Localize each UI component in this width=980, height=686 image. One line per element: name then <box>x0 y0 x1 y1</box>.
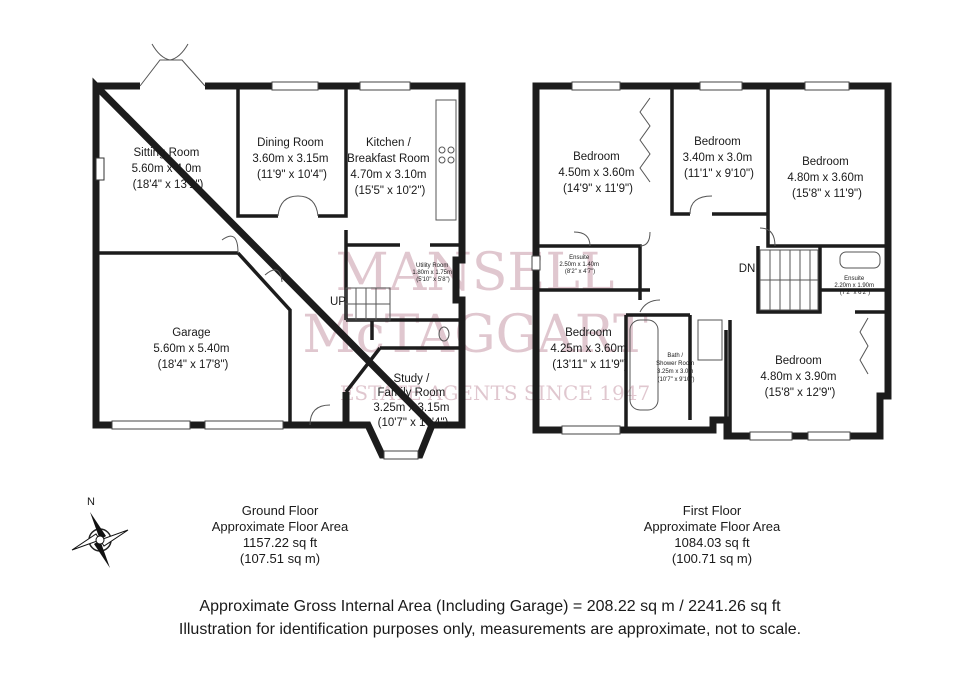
label-bedroom-4: Bedroom 4.25m x 3.60m (13'11" x 11'9") <box>550 327 629 371</box>
first-floor-title: First Floor <box>682 503 742 518</box>
ground-floor-title: Ground Floor <box>241 503 319 518</box>
ground-floor-plan: UP Sitting Room 5.60m x 4.0m (18'4" x 13… <box>92 43 466 460</box>
garage-door-right <box>204 420 284 430</box>
dining-window <box>271 81 319 91</box>
first-floor-caption: First Floor Approximate Floor Area 1084.… <box>612 503 812 567</box>
kitchen-window <box>359 81 411 91</box>
label-dining-room: Dining Room 3.60m x 3.15m (11'9" x 10'4"… <box>252 137 331 181</box>
label-sitting-room: Sitting Room 5.60m x 4.0m (18'4" x 13'1"… <box>132 147 205 191</box>
first-stairs-label: DN <box>739 263 756 275</box>
label-ensuite-1: Ensuite 2.50m x 1.40m (8'2" x 4'7") <box>559 255 600 275</box>
label-kitchen: Kitchen / Breakfast Room 4.70m x 3.10m (… <box>347 137 433 197</box>
compass-north-label: N <box>87 496 95 508</box>
label-bedroom-2: Bedroom 3.40m x 3.0m (11'1" x 9'10") <box>683 136 756 180</box>
first-outer-walls <box>532 82 892 440</box>
label-bedroom-3: Bedroom 4.80m x 3.60m (15'8" x 11'9") <box>787 156 866 200</box>
bathtub <box>629 319 659 411</box>
first-floor-area-sqm: (100.71 sq m) <box>671 551 753 566</box>
label-ensuite-2: Ensuite 2.20m x 1.90m (7'2" x 6'2") <box>834 276 875 296</box>
ground-wc <box>438 326 450 342</box>
compass-rose-icon: N <box>71 496 129 568</box>
sitting-french-doors <box>139 59 206 87</box>
ground-floor-area-sqft: 1157.22 sq ft <box>242 535 318 550</box>
label-utility-room: Utility Room 1.80m x 1.75m (5'10" x 5'8"… <box>412 263 453 283</box>
label-bedroom-1: Bedroom 4.50m x 3.60m (14'9" x 11'9") <box>558 151 637 195</box>
label-bedroom-5: Bedroom 4.80m x 3.90m (15'8" x 12'9") <box>760 355 839 399</box>
label-garage: Garage 5.60m x 5.40m (18'4" x 17'8") <box>153 327 232 371</box>
ground-floor-caption: Ground Floor Approximate Floor Area 1157… <box>180 503 380 567</box>
ensuite-bath <box>839 251 881 269</box>
ground-floor-area-sqm: (107.51 sq m) <box>239 551 321 566</box>
ground-stairs-label: UP <box>330 296 346 308</box>
label-bath-shower: Bath / Shower Room 3.25m x 3.0m (10'7" x… <box>656 353 696 383</box>
first-floor-area-sqft: 1084.03 sq ft <box>674 535 750 550</box>
label-study: Study / Family Room 3.25m x 3.15m (10'7"… <box>373 373 452 429</box>
garage-door-left <box>111 420 191 430</box>
disclaimer-note: Illustration for identification purposes… <box>178 621 802 638</box>
fireplace <box>95 157 105 181</box>
first-floor-area-label: Approximate Floor Area <box>643 519 781 534</box>
watermark: MANSELL McTAGGART ESTATE AGENTS SINCE 19… <box>302 243 650 405</box>
first-floor-plan: DN Bedroom 4.50m x 3.60m (14'9" x 11'9")… <box>531 81 892 441</box>
ground-floor-area-label: Approximate Floor Area <box>211 519 349 534</box>
study-bay-window <box>383 450 419 460</box>
watermark-line1: MANSELL <box>336 243 615 303</box>
shower <box>697 319 723 361</box>
gross-area-note: Approximate Gross Internal Area (Includi… <box>199 598 781 615</box>
ground-internal-walls <box>96 86 464 425</box>
kitchen-worktop <box>435 99 457 221</box>
